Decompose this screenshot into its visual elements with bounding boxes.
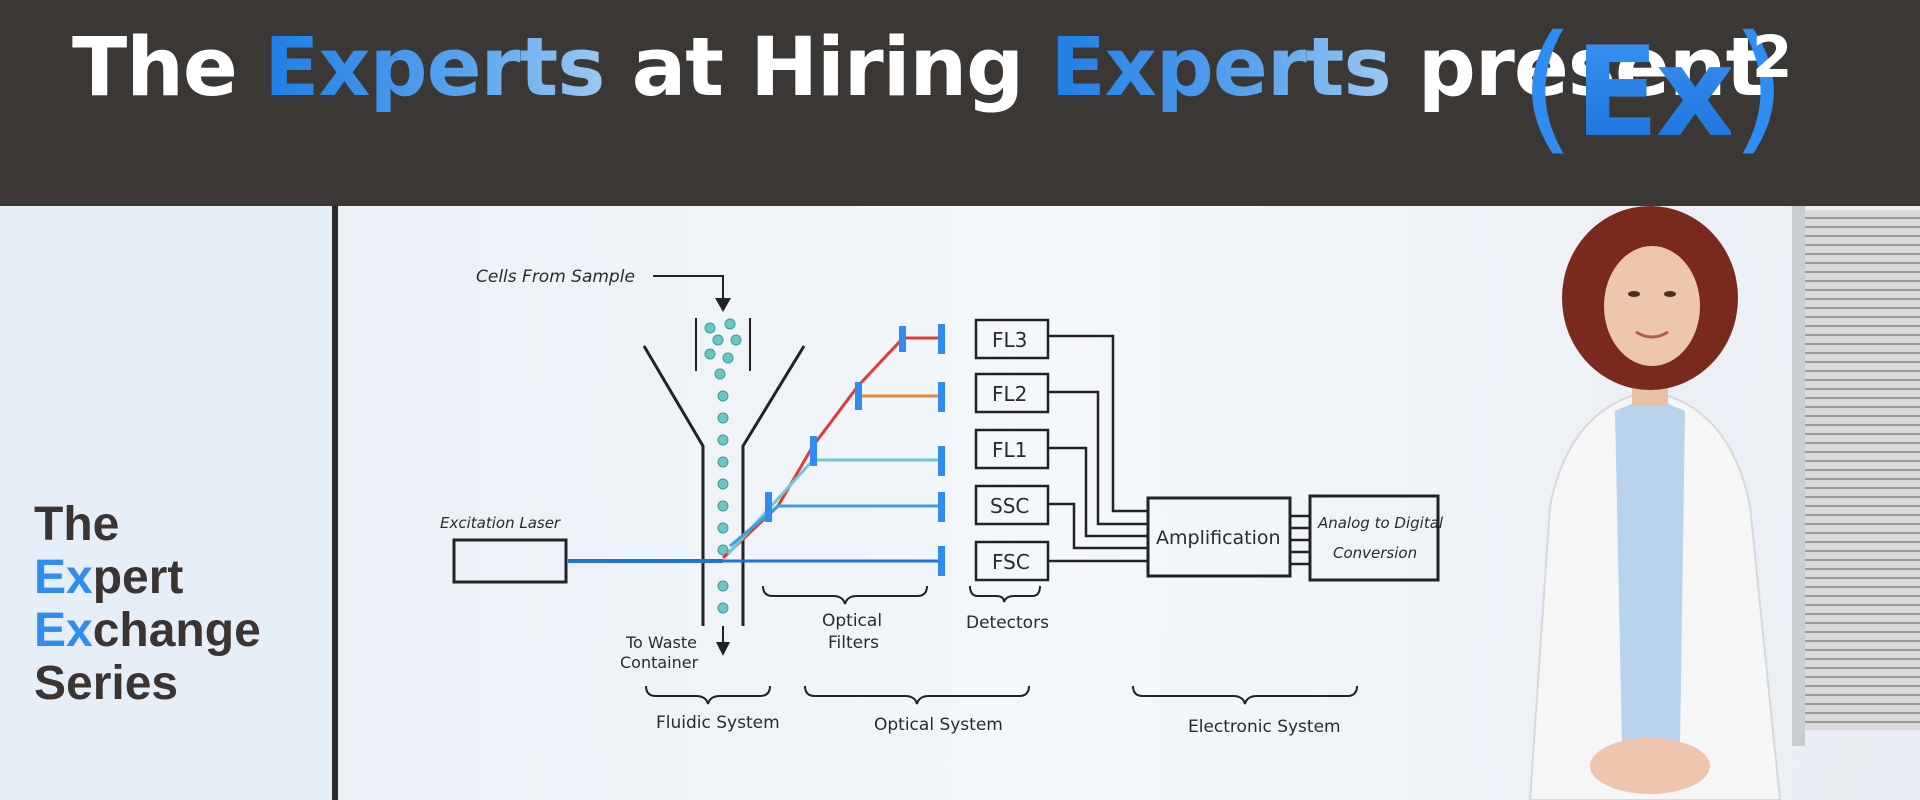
series-line-3-rest: change — [92, 604, 261, 657]
label-electronic-system: Electronic System — [1188, 717, 1341, 737]
series-line-4: Series — [34, 657, 179, 710]
funnel-left-wall — [642, 345, 705, 626]
smile — [1635, 330, 1669, 339]
window-frame — [1792, 206, 1805, 746]
series-line-2-accent: Ex — [34, 551, 93, 604]
series-panel: The Expert Exchange Series — [0, 206, 338, 800]
sample-cells — [704, 318, 742, 614]
face — [1604, 246, 1700, 366]
hands — [1590, 738, 1710, 794]
headline-at-hiring: at Hiring — [604, 21, 1051, 115]
detector-wires — [1048, 334, 1148, 563]
logo-close-paren: ) — [1731, 6, 1786, 169]
detector-fsc: FSC — [992, 550, 1030, 574]
top-banner: The Experts at Hiring Experts present (E… — [0, 0, 1920, 205]
ssc-beam — [729, 504, 940, 548]
logo-superscript: 2 — [1752, 23, 1793, 91]
sample-arrow-head — [715, 298, 731, 312]
headline-experts-1: Experts — [264, 21, 605, 115]
label-optical-system: Optical System — [874, 715, 1003, 735]
label-detectors: Detectors — [966, 613, 1049, 633]
label-fluidic-system: Fluidic System — [656, 713, 780, 733]
series-line-3-accent: Ex — [34, 604, 93, 657]
series-line-1: The — [34, 498, 120, 551]
detector-fl3: FL3 — [992, 328, 1027, 352]
logo-ex: Ex — [1574, 21, 1736, 165]
window-blinds — [1805, 210, 1920, 730]
series-line-2-rest: pert — [92, 551, 184, 604]
presenter-figure — [1528, 206, 1782, 800]
label-amplification: Amplification — [1156, 527, 1281, 549]
headline-present: present — [1391, 21, 1764, 115]
excitation-laser-box — [452, 538, 568, 584]
headline-the: The — [72, 21, 265, 115]
logo-open-paren: ( — [1520, 6, 1575, 169]
headline-experts-2: Experts — [1050, 21, 1391, 115]
right-eye — [1664, 291, 1676, 297]
optical-filters — [765, 324, 945, 576]
amplification-box — [1146, 496, 1292, 578]
label-cells-from-sample: Cells From Sample — [476, 267, 635, 287]
label-adc-1: Analog to Digital — [1317, 514, 1444, 532]
label-excitation-laser: Excitation Laser — [440, 514, 561, 532]
banner-headline: The Experts at Hiring Experts present — [72, 28, 1764, 109]
series-line-3: Exchange — [34, 604, 261, 657]
label-to-waste-2: Container — [620, 653, 699, 672]
series-title: The Expert Exchange Series — [34, 498, 261, 710]
detector-fl2: FL2 — [992, 382, 1027, 406]
label-optical-filters-1: Optical — [822, 611, 882, 631]
adc-box — [1308, 494, 1440, 582]
funnel-right-wall — [741, 345, 806, 626]
detector-ssc: SSC — [990, 494, 1029, 518]
group-braces — [645, 585, 1358, 705]
amp-adc-wires — [1290, 514, 1310, 566]
left-eye — [1628, 291, 1640, 297]
detector-fl1: FL1 — [992, 438, 1027, 462]
waste-arrow-head — [716, 642, 730, 656]
flow-cytometry-diagram: Cells From Sample To Waste Container Exc… — [440, 267, 1444, 737]
series-line-2: Expert — [34, 551, 261, 604]
blue-shirt — [1615, 396, 1685, 746]
ex-squared-logo: (Ex) 2 — [1520, 18, 1792, 158]
sample-tube — [695, 318, 751, 371]
label-adc-2: Conversion — [1333, 544, 1417, 562]
label-to-waste-1: To Waste — [625, 633, 697, 652]
label-optical-filters-2: Filters — [828, 633, 879, 653]
sample-arrow-line — [653, 275, 724, 304]
